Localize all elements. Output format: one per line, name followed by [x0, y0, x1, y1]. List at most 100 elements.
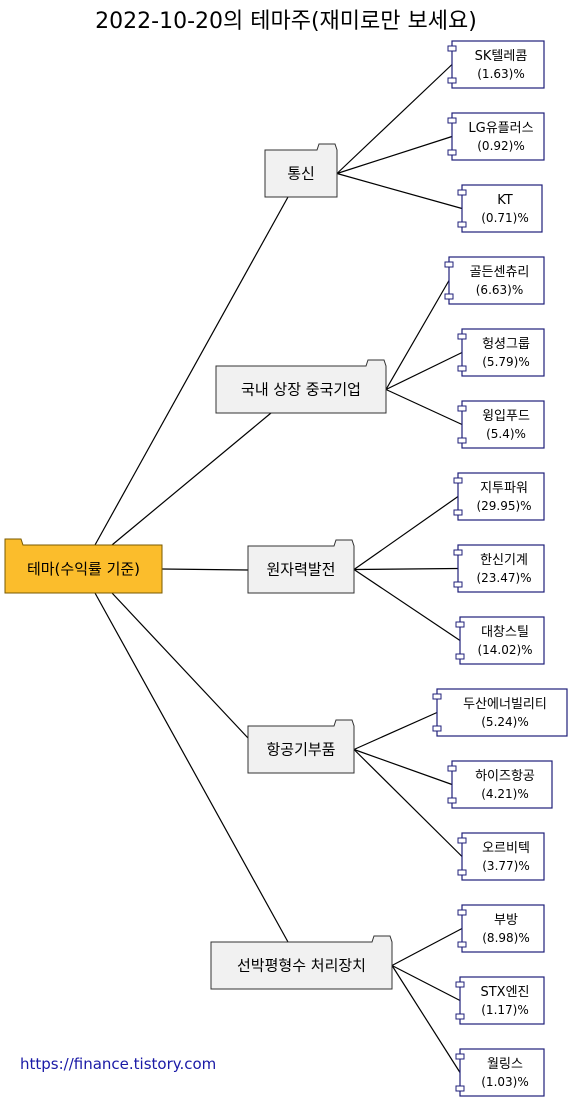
stock-return: (14.02)% [477, 643, 532, 657]
stock-box [451, 760, 553, 809]
stock-box [448, 256, 545, 305]
theme-folder-shape [210, 935, 393, 990]
edge-theme-to-stock [353, 711, 438, 751]
edge-root-to-theme [94, 196, 289, 546]
component-port-icon [432, 693, 442, 700]
component-port-icon [455, 653, 465, 660]
stock-return: (8.98)% [482, 931, 529, 945]
stock-return: (3.77)% [482, 859, 529, 873]
stock-return: (23.47)% [476, 571, 531, 585]
theme-node: 항공기부품 [247, 719, 355, 774]
component-port-icon [447, 765, 457, 772]
stock-name: 두산에너빌리티 [463, 697, 547, 712]
edge-theme-to-stock [385, 351, 463, 391]
stock-name: 월링스 [487, 1057, 523, 1072]
edge-theme-to-stock [353, 569, 461, 641]
theme-folder-shape [264, 143, 338, 198]
stock-node: LG유플러스(0.92)% [447, 112, 545, 161]
stock-name: 헝셩그룹 [482, 337, 530, 352]
component-port-icon [455, 1053, 465, 1060]
stock-node: 부방(8.98)% [457, 904, 545, 953]
component-port-icon [447, 117, 457, 124]
stock-node: 하이즈항공 (4.21)% [447, 760, 553, 809]
stock-box [457, 472, 545, 521]
root-folder-shape [4, 538, 163, 594]
component-port-icon [432, 725, 442, 732]
component-port-icon [447, 149, 457, 156]
edge-theme-to-stock [353, 496, 459, 570]
edge-theme-to-stock [336, 135, 453, 175]
stock-return: (0.92)% [477, 139, 524, 153]
edge-theme-to-stock [391, 965, 461, 1073]
stock-return: (5.24)% [481, 715, 528, 729]
edge-theme-to-stock [353, 749, 463, 857]
edge-root-to-theme [111, 412, 272, 546]
component-port-icon [457, 365, 467, 372]
component-port-icon [453, 581, 463, 588]
footer-url[interactable]: https://finance.tistory.com [20, 1055, 216, 1073]
stock-box [461, 328, 545, 377]
component-port-icon [444, 261, 454, 268]
stock-box [436, 688, 568, 737]
edge-theme-to-stock [353, 567, 459, 571]
stock-return: (1.03)% [481, 1075, 528, 1089]
root-label: 테마(수익률 기준) [27, 560, 140, 578]
component-port-icon [444, 293, 454, 300]
component-port-icon [457, 437, 467, 444]
stock-return: (1.17)% [481, 1003, 528, 1017]
diagram-title: 2022-10-20의 테마주(재미로만 보세요) [95, 9, 477, 34]
component-port-icon [457, 869, 467, 876]
stock-box [461, 184, 543, 233]
stock-return: (4.21)% [481, 787, 528, 801]
component-port-icon [455, 621, 465, 628]
component-port-icon [455, 1013, 465, 1020]
edge-theme-to-stock [336, 64, 453, 174]
stock-box [461, 904, 545, 953]
stock-node: 골든센츄리(6.63)% [444, 256, 545, 305]
component-port-icon [447, 797, 457, 804]
stock-node: SK텔레콤(1.63)% [447, 40, 545, 89]
stock-name: 윙입푸드 [482, 408, 530, 424]
edge-root-to-theme [111, 592, 249, 739]
theme-label: 통신 [287, 165, 315, 183]
theme-label: 원자력발전 [266, 561, 335, 579]
component-port-icon [457, 189, 467, 196]
stock-name: 하이즈항공 [475, 769, 535, 784]
component-port-icon [455, 1085, 465, 1092]
stock-node: 대창스틸(14.02)% [455, 616, 545, 665]
stock-name: 지투파워 [480, 481, 528, 496]
stock-return: (29.95)% [476, 499, 531, 513]
theme-label: 항공기부품 [266, 741, 335, 759]
stock-name: STX엔진 [480, 985, 529, 1000]
edge-theme-to-stock [391, 927, 463, 967]
stock-node: 월링스 (1.03)% [455, 1048, 545, 1097]
stock-node: 헝셩그룹(5.79)% [457, 328, 545, 377]
component-port-icon [457, 837, 467, 844]
stock-box [451, 112, 545, 161]
connector-lines [94, 64, 463, 1073]
component-port-icon [453, 477, 463, 484]
theme-label: 선박평형수 처리장치 [237, 957, 366, 975]
edge-root-to-theme [161, 568, 249, 571]
theme-node: 선박평형수 처리장치 [210, 935, 393, 990]
component-port-icon [453, 509, 463, 516]
stock-name: KT [497, 193, 513, 208]
component-port-icon [455, 981, 465, 988]
stock-box [459, 976, 545, 1025]
stock-box [457, 544, 545, 593]
edge-theme-to-stock [336, 172, 463, 210]
edge-theme-to-stock [385, 280, 450, 390]
stock-box [451, 40, 545, 89]
theme-folder-shape [247, 719, 355, 774]
stock-node: 오르비텍(3.77)% [457, 832, 545, 881]
root-node: 테마(수익률 기준) [4, 538, 163, 594]
stock-return: (6.63)% [476, 283, 523, 297]
component-port-icon [447, 77, 457, 84]
theme-folder-shape [247, 539, 355, 594]
edge-theme-to-stock [385, 388, 463, 426]
theme-folder-shape [215, 359, 387, 414]
stock-node: 두산에너빌리티 (5.24)% [432, 688, 568, 737]
stock-return: (5.4)% [486, 427, 526, 441]
edge-theme-to-stock [353, 748, 453, 786]
stock-box [459, 616, 545, 665]
